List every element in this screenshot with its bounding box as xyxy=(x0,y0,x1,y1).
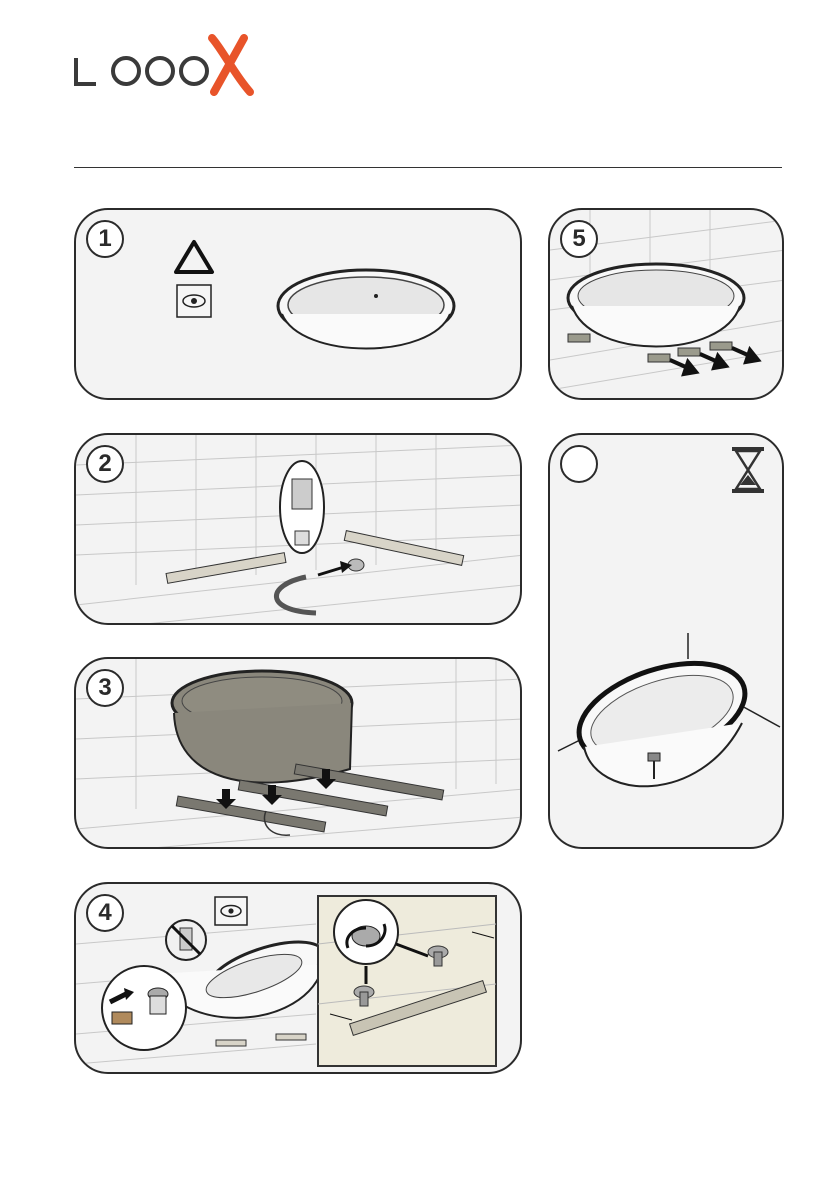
step-badge xyxy=(560,445,598,483)
step-badge: 3 xyxy=(86,669,124,707)
step-badge: 1 xyxy=(86,220,124,258)
step-6-panel xyxy=(548,433,784,849)
no-silicone-icon xyxy=(164,918,208,962)
hourglass-icon xyxy=(728,445,768,495)
bathtub-inspection-illustration xyxy=(76,210,522,400)
place-tub-on-feet-illustration xyxy=(76,659,522,849)
step-badge: 2 xyxy=(86,445,124,483)
inspect-eye-icon xyxy=(176,284,212,318)
warning-triangle-icon xyxy=(172,238,216,276)
step-3-panel: 3 xyxy=(74,657,522,849)
installed-bathtub-illustration xyxy=(550,435,784,849)
step-badge: 5 xyxy=(560,220,598,258)
step-badge: 4 xyxy=(86,894,124,932)
connect-drain-and-level-illustration xyxy=(76,884,522,1074)
inspect-eye-icon xyxy=(214,896,248,926)
step-4-panel: 4 xyxy=(74,882,522,1074)
header-divider xyxy=(74,167,782,168)
looox-logo xyxy=(74,34,254,96)
step-5-panel: 5 xyxy=(548,208,784,400)
feet-and-drain-parts-illustration xyxy=(76,435,522,625)
step-1-panel: 1 xyxy=(74,208,522,400)
step-2-panel: 2 xyxy=(74,433,522,625)
